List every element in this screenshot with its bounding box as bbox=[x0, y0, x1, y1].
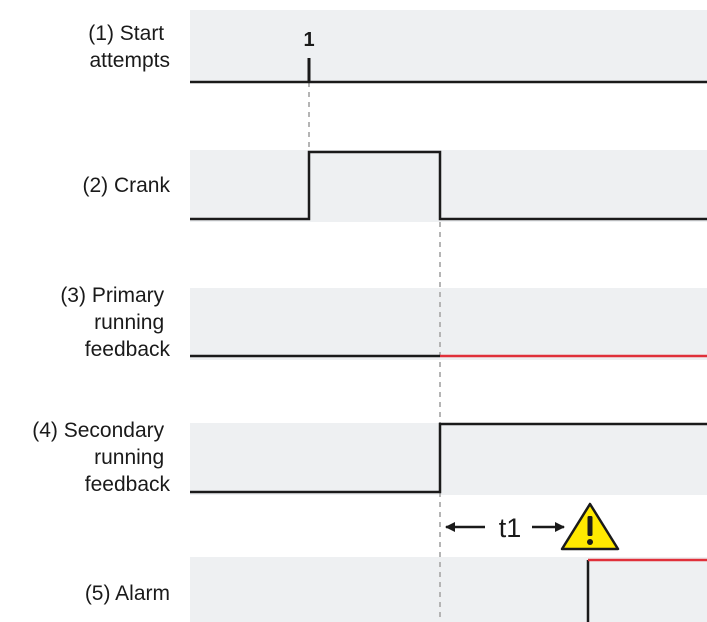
row-label-secondary-running-feedback: (4) Secondary running feedback bbox=[32, 419, 170, 496]
signal-crank bbox=[190, 150, 707, 221]
lane-alarm bbox=[190, 557, 707, 622]
lane-start-attempts bbox=[190, 10, 707, 82]
row-label-start-attempts: (1) Start attempts bbox=[88, 22, 170, 72]
row-label-alarm: (5) Alarm bbox=[85, 582, 170, 605]
lane-secondary-running-feedback bbox=[190, 423, 707, 495]
row-label-primary-running-feedback: (3) Primary running feedback bbox=[60, 284, 170, 361]
warning-triangle-icon bbox=[560, 502, 620, 551]
row-label-crank: (2) Crank bbox=[82, 174, 170, 197]
lane-crank bbox=[190, 150, 707, 222]
timer-label: t1 bbox=[499, 513, 522, 543]
start-attempt-number: 1 bbox=[303, 29, 314, 51]
lane-primary-running-feedback bbox=[190, 288, 707, 360]
row-labels: (1) Start attempts (2) Crank (3) Primary… bbox=[32, 22, 170, 605]
signal-secondary-running-feedback bbox=[190, 422, 707, 494]
